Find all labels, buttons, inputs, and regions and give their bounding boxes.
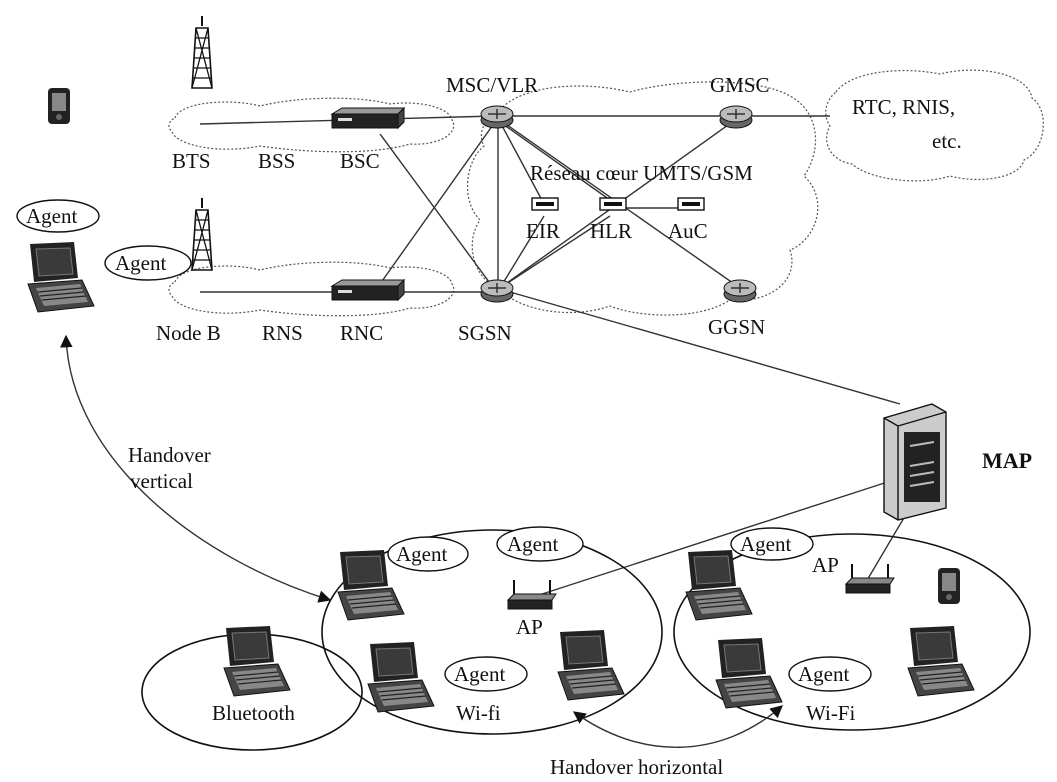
agent-label: Agent <box>740 532 791 556</box>
bts-label: BTS <box>172 149 211 173</box>
wifi-label: Wi-Fi <box>806 701 855 725</box>
laptop-icon <box>368 642 434 712</box>
core-cloud <box>468 82 818 315</box>
pda-icon <box>938 568 960 604</box>
msc-vlr-label: MSC/VLR <box>446 73 538 97</box>
auc-box-icon <box>678 198 704 210</box>
core-network-label: Réseau cœur UMTS/GSM <box>530 161 753 185</box>
ggsn-label: GGSN <box>708 315 765 339</box>
access-point-icon <box>846 564 894 593</box>
laptop-icon <box>908 626 974 696</box>
sgsn-label: SGSN <box>458 321 512 345</box>
gmsc-label: GMSC <box>710 73 770 97</box>
bts-antenna-icon <box>192 16 212 88</box>
agent-label: Agent <box>26 204 77 228</box>
rnc-switch-icon <box>332 280 404 300</box>
map-label: MAP <box>982 448 1032 473</box>
eir-box-icon <box>532 198 558 210</box>
bss-label: BSS <box>258 149 295 173</box>
bsc-label: BSC <box>340 149 380 173</box>
hlr-label: HLR <box>590 219 632 243</box>
laptop-icon <box>28 242 94 312</box>
agent-label: Agent <box>454 662 505 686</box>
handover-vertical-label-line2: vertical <box>130 469 193 493</box>
pda-icon <box>48 88 70 124</box>
pstn-label-line1: RTC, RNIS, <box>852 95 955 119</box>
agent-label: Agent <box>115 251 166 275</box>
map-server-icon <box>884 404 946 520</box>
agent-label: Agent <box>507 532 558 556</box>
ap-label: AP <box>812 553 839 577</box>
rns-label: RNS <box>262 321 303 345</box>
nodeb-antenna-icon <box>192 198 212 270</box>
msc-router-icon <box>481 106 513 128</box>
auc-label: AuC <box>668 219 708 243</box>
pstn-cloud <box>826 70 1044 181</box>
agent-label: Agent <box>798 662 849 686</box>
eir-label: EIR <box>526 219 560 243</box>
rnc-label: RNC <box>340 321 383 345</box>
bss-cloud <box>169 98 454 152</box>
node-b-label: Node B <box>156 321 221 345</box>
ap-label: AP <box>516 615 543 639</box>
wifi-label: Wi-fi <box>456 701 501 725</box>
handover-horizontal-label: Handover horizontal <box>550 755 723 779</box>
handover-vertical-label-line1: Handover <box>128 443 211 467</box>
agent-label: Agent <box>396 542 447 566</box>
bsc-switch-icon <box>332 108 404 128</box>
pstn-label-line2: etc. <box>932 129 962 153</box>
hlr-box-icon <box>600 198 626 210</box>
access-point-icon <box>508 580 556 609</box>
bluetooth-label: Bluetooth <box>212 701 295 725</box>
laptop-icon <box>686 550 752 620</box>
sgsn-router-icon <box>481 280 513 302</box>
handover-vertical-arrow <box>66 336 330 600</box>
laptop-icon <box>558 630 624 700</box>
ggsn-router-icon <box>724 280 756 302</box>
laptop-icon <box>716 638 782 708</box>
gmsc-router-icon <box>720 106 752 128</box>
network-links <box>200 116 918 596</box>
